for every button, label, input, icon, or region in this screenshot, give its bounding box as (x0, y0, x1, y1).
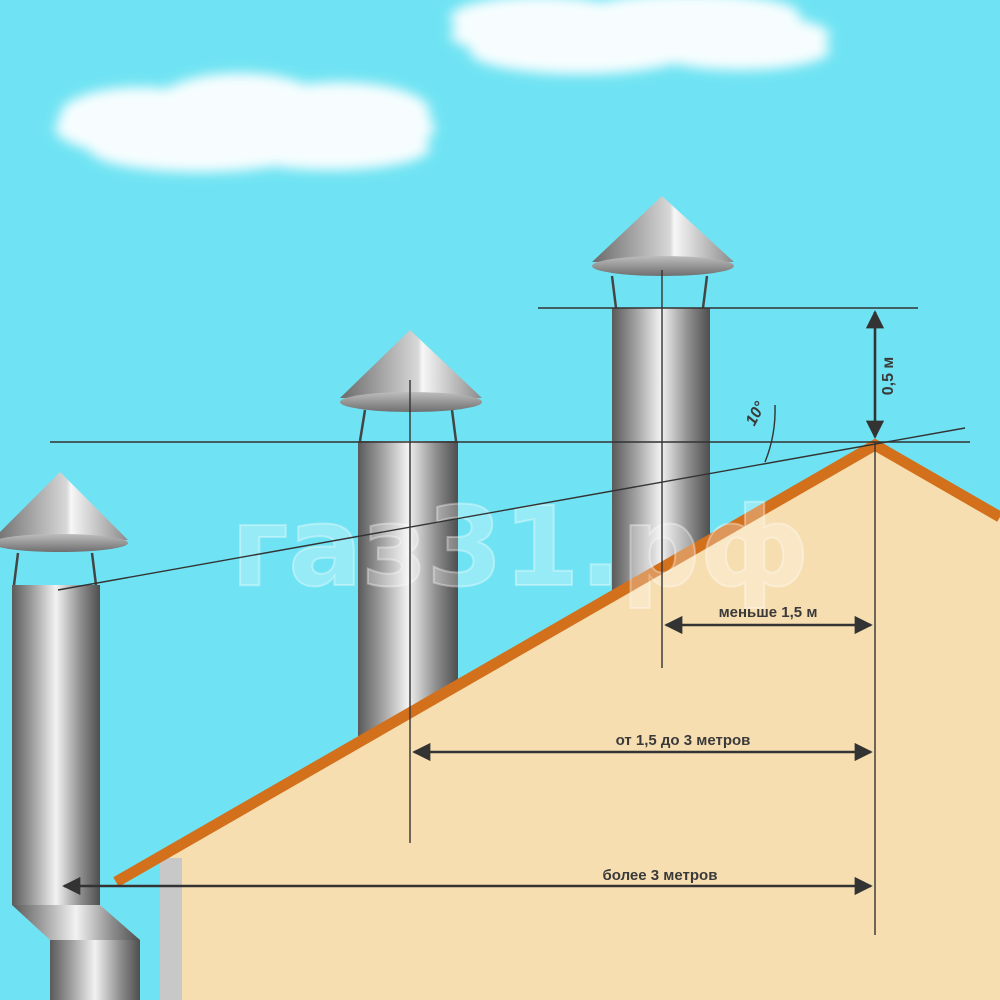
cloud-left (55, 73, 435, 172)
chimney-near (592, 196, 734, 608)
ten-degree-line (57, 427, 966, 591)
chimney-mid-cap (340, 330, 482, 398)
dist-mid-label: от 1,5 до 3 метров (616, 732, 751, 749)
house-gable (120, 445, 1000, 1000)
dist-far-label: более 3 метров (603, 867, 718, 884)
dimension-arrows (62, 310, 885, 896)
chimney-far (0, 472, 140, 1000)
chimney-far-elbow (12, 905, 140, 940)
dist-short-label: меньше 1,5 м (719, 604, 818, 621)
chimney-near-cap (592, 196, 734, 262)
watermark: газ31.рф (231, 483, 809, 611)
height-label: 0,5 м (880, 357, 897, 396)
house-wall-edge (160, 858, 182, 1000)
chimney-far-cap (0, 472, 128, 540)
chimney-far-pipe (12, 585, 100, 905)
angle-arc (764, 404, 776, 463)
reference-lines (50, 270, 970, 935)
cloud-right (450, 0, 830, 74)
chimney-far-base (50, 940, 140, 1000)
